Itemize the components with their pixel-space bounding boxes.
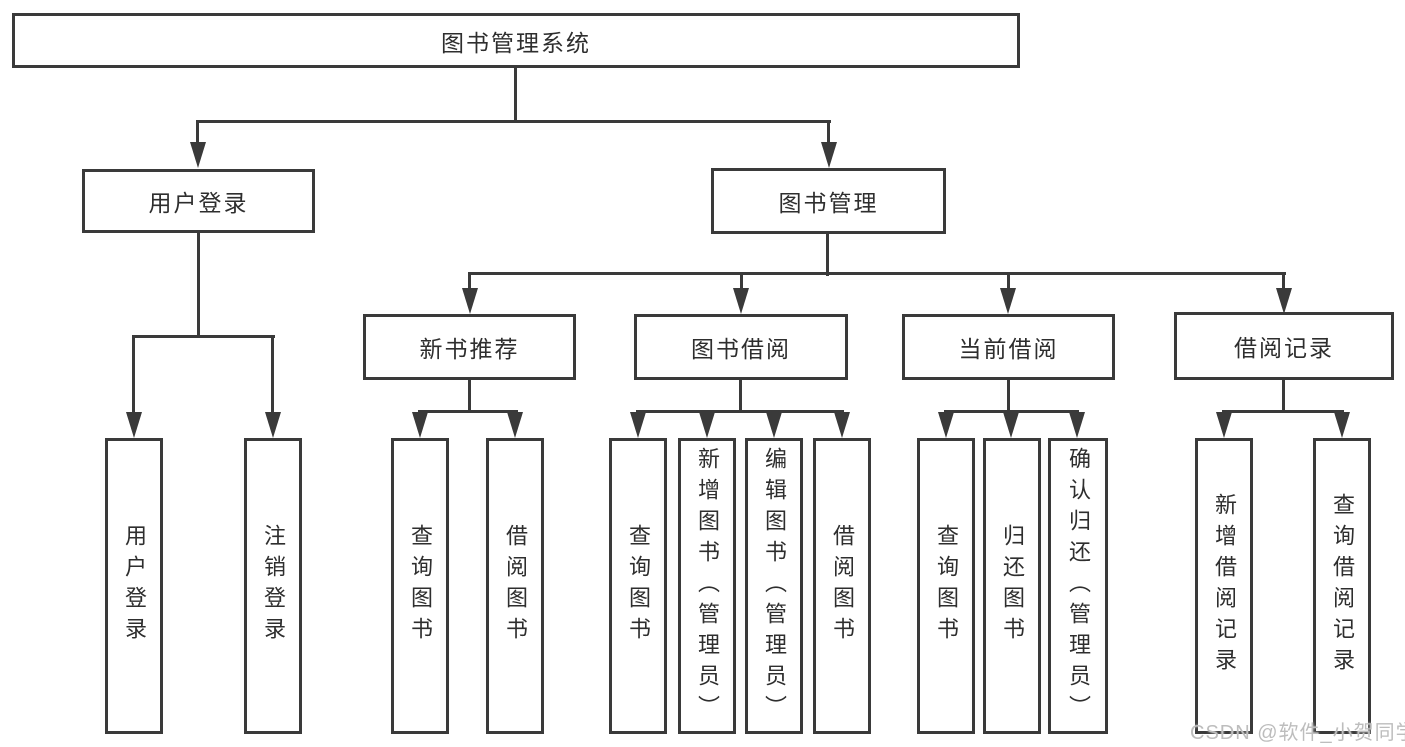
- arrowhead-leaf-add-book: [699, 412, 715, 438]
- connector-drop-user-login: [196, 120, 199, 146]
- node-current-borrowing-label: 当前借阅: [958, 336, 1059, 362]
- leaf-logout: 注销登录: [244, 438, 302, 734]
- leaf-query-books-a-label: 查询图书: [408, 524, 433, 648]
- arrowhead-leaf-edit-book: [766, 412, 782, 438]
- connector-borrowing-records-rail: [1222, 410, 1344, 413]
- node-root-label: 图书管理系统: [441, 29, 591, 56]
- arrowhead-book-borrowing: [733, 288, 749, 314]
- leaf-user-login-label: 用户登录: [122, 524, 147, 648]
- connector-user-login-rail: [132, 335, 275, 338]
- leaf-add-borrow-record: 新增借阅记录: [1195, 438, 1253, 734]
- leaf-logout-label: 注销登录: [261, 524, 286, 648]
- connector-current-borrowing-stem: [1007, 378, 1010, 413]
- leaf-query-books-c-label: 查询图书: [934, 524, 959, 648]
- connector-book-management-stem: [826, 232, 829, 276]
- arrowhead-leaf-borrow-books-b: [834, 412, 850, 438]
- node-book-borrowing-label: 图书借阅: [691, 336, 791, 362]
- arrowhead-current-borrowing: [1000, 288, 1016, 314]
- arrowhead-leaf-user-login: [126, 412, 142, 438]
- leaf-add-book-admin-label: 新增图书（管理员）: [695, 446, 720, 726]
- arrowhead-leaf-borrow-books-a: [507, 412, 523, 438]
- leaf-add-book-admin: 新增图书（管理员）: [678, 438, 736, 734]
- arrowhead-leaf-query-books-a: [412, 412, 428, 438]
- leaf-borrow-books-b-label: 借阅图书: [830, 524, 855, 648]
- connector-book-borrowing-stem: [739, 378, 742, 413]
- node-book-management-label: 图书管理: [778, 190, 879, 216]
- connector-drop-leaf-logout: [271, 335, 274, 415]
- arrowhead-new-book-recommend: [462, 288, 478, 314]
- node-new-book-recommend-label: 新书推荐: [419, 336, 520, 362]
- connector-root-stem: [514, 66, 517, 122]
- node-borrowing-records-label: 借阅记录: [1234, 335, 1334, 361]
- connector-current-borrowing-rail: [944, 410, 1079, 413]
- connector-new-book-recommend-stem: [468, 378, 471, 413]
- leaf-query-books-a: 查询图书: [391, 438, 449, 734]
- leaf-user-login: 用户登录: [105, 438, 163, 734]
- leaf-query-books-c: 查询图书: [917, 438, 975, 734]
- leaf-edit-book-admin: 编辑图书（管理员）: [745, 438, 803, 734]
- connector-drop-current-borrowing: [1007, 272, 1010, 292]
- leaf-query-borrow-record-label: 查询借阅记录: [1330, 493, 1355, 679]
- connector-drop-borrowing-records: [1282, 272, 1285, 292]
- connector-new-book-recommend-rail: [418, 410, 518, 413]
- connector-borrowing-records-stem: [1282, 378, 1285, 413]
- arrowhead-book-management: [821, 142, 837, 168]
- connector-drop-book-borrowing: [740, 272, 743, 292]
- node-book-management: 图书管理: [711, 168, 946, 234]
- leaf-edit-book-admin-label: 编辑图书（管理员）: [762, 446, 787, 726]
- connector-book-borrowing-rail: [636, 410, 844, 413]
- node-borrowing-records: 借阅记录: [1174, 312, 1394, 380]
- leaf-confirm-return-admin-label: 确认归还（管理员）: [1066, 446, 1091, 726]
- leaf-confirm-return-admin: 确认归还（管理员）: [1048, 438, 1108, 734]
- leaf-query-books-b: 查询图书: [609, 438, 667, 734]
- leaf-return-book: 归还图书: [983, 438, 1041, 734]
- arrowhead-leaf-add-record: [1216, 412, 1232, 438]
- node-current-borrowing: 当前借阅: [902, 314, 1115, 380]
- arrowhead-leaf-confirm-return: [1069, 412, 1085, 438]
- node-new-book-recommend: 新书推荐: [363, 314, 576, 380]
- arrowhead-leaf-return-book: [1003, 412, 1019, 438]
- node-user-login-label: 用户登录: [148, 190, 249, 216]
- arrowhead-borrowing-records: [1276, 288, 1292, 314]
- leaf-borrow-books-a-label: 借阅图书: [503, 524, 528, 648]
- leaf-borrow-books-b: 借阅图书: [813, 438, 871, 734]
- arrowhead-user-login: [190, 142, 206, 168]
- arrowhead-leaf-query-record: [1334, 412, 1350, 438]
- arrowhead-leaf-logout: [265, 412, 281, 438]
- leaf-borrow-books-a: 借阅图书: [486, 438, 544, 734]
- leaf-query-borrow-record: 查询借阅记录: [1313, 438, 1371, 734]
- connector-drop-book-management: [827, 120, 830, 146]
- leaf-add-borrow-record-label: 新增借阅记录: [1212, 493, 1237, 679]
- arrowhead-leaf-query-books-c: [938, 412, 954, 438]
- node-book-borrowing: 图书借阅: [634, 314, 848, 380]
- node-root-library-management-system: 图书管理系统: [12, 13, 1020, 68]
- leaf-return-book-label: 归还图书: [1000, 524, 1025, 648]
- connector-book-management-rail: [468, 272, 1286, 275]
- connector-user-login-stem: [197, 231, 200, 338]
- arrowhead-leaf-query-books-b: [630, 412, 646, 438]
- connector-drop-new-book-recommend: [468, 272, 471, 292]
- leaf-query-books-b-label: 查询图书: [626, 524, 651, 648]
- connector-drop-leaf-user-login: [132, 335, 135, 415]
- csdn-watermark: CSDN @软件_小贺同学: [1190, 722, 1405, 744]
- connector-root-rail: [196, 120, 831, 123]
- node-user-login: 用户登录: [82, 169, 315, 233]
